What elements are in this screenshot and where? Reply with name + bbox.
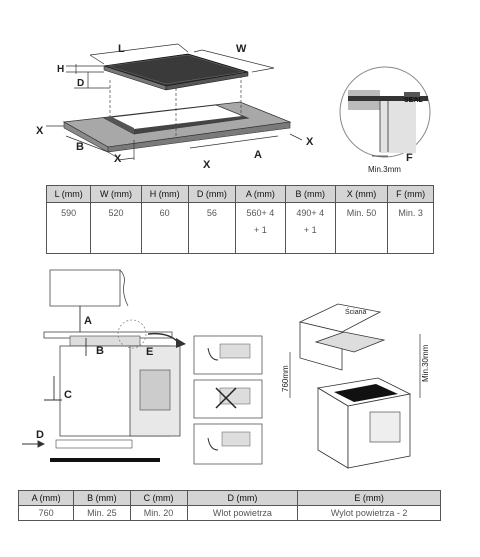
table-cell: Min. 25	[73, 505, 131, 521]
table-cell: 56	[206, 208, 217, 218]
col-header: F (mm)	[387, 185, 434, 203]
ventilation-table: A (mm) B (mm) C (mm) D (mm) E (mm) 760 M…	[17, 490, 441, 521]
kitchen-3d	[289, 303, 421, 469]
hob-glass	[103, 53, 249, 91]
table-cell: 520	[108, 208, 124, 218]
label-D: D	[77, 78, 84, 89]
vent-detail-panels	[193, 335, 263, 465]
table-cell: 760	[17, 505, 75, 521]
label-A: A	[254, 149, 262, 161]
table-cell: 60	[159, 208, 170, 218]
label-B: B	[76, 141, 84, 153]
wall-label: Ściana	[345, 307, 367, 316]
col-header: C (mm)	[129, 490, 188, 506]
vent-label-A: A	[84, 315, 92, 327]
col-header: A (mm)	[17, 490, 75, 506]
col-header: E (mm)	[297, 490, 441, 506]
height-label: 760mm	[281, 365, 290, 392]
table-cell: 560+ 4 + 1	[246, 208, 275, 235]
label-F: F	[406, 152, 413, 164]
table-cell: Wlot powietrza	[186, 505, 299, 521]
label-X-bottom: X	[203, 159, 211, 171]
vent-label-E: E	[146, 346, 153, 358]
col-header: D (mm)	[186, 490, 299, 506]
seal-detail	[339, 66, 431, 158]
table-cell: Min. 3	[398, 208, 423, 218]
col-header: D (mm)	[187, 185, 236, 203]
dimensions-table: L (mm) W (mm) H (mm) D (mm) A (mm) B (mm…	[45, 185, 434, 254]
col-header: L (mm)	[45, 185, 92, 203]
col-header: B (mm)	[73, 490, 131, 506]
col-header: H (mm)	[140, 185, 189, 203]
counter-section	[43, 331, 181, 462]
label-X-left: X	[36, 125, 44, 137]
label-X-right: X	[306, 136, 314, 148]
table-cell: Wylot powietrza - 2	[297, 505, 441, 521]
vent-label-D: D	[36, 429, 44, 441]
col-header: B (mm)	[284, 185, 336, 203]
col-header: W (mm)	[90, 185, 142, 203]
label-L: L	[118, 43, 125, 55]
countertop	[62, 101, 292, 153]
label-X-front: X	[114, 153, 122, 165]
min-right-label: Min.30mm	[421, 344, 430, 382]
table-row: 590 520 60 56 560+ 4 + 1 490+ 4 + 1 Min.…	[45, 202, 434, 254]
vent-label-C: C	[64, 389, 72, 401]
table-cell: 490+ 4 + 1	[296, 208, 325, 235]
ventilation-diagram: A B E C D Ściana 760mm Min.30mm	[22, 269, 430, 469]
label-W: W	[236, 43, 247, 55]
col-header: X (mm)	[334, 185, 389, 203]
table-cell: Min. 50	[346, 208, 377, 218]
hob-installation-diagram: L W H D X B X X A X SEAL F Min.3mm	[36, 43, 431, 174]
seal-label: SEAL	[404, 97, 423, 104]
vent-label-B: B	[96, 345, 104, 357]
table-cell: Min. 20	[129, 505, 188, 521]
table-cell: 590	[61, 208, 77, 218]
label-H: H	[57, 64, 64, 75]
wall-cabinet	[49, 269, 129, 307]
table-row: 760 Min. 25 Min. 20 Wlot powietrza Wylot…	[17, 505, 441, 521]
min-gap-label: Min.3mm	[368, 165, 401, 174]
col-header: A (mm)	[234, 185, 286, 203]
